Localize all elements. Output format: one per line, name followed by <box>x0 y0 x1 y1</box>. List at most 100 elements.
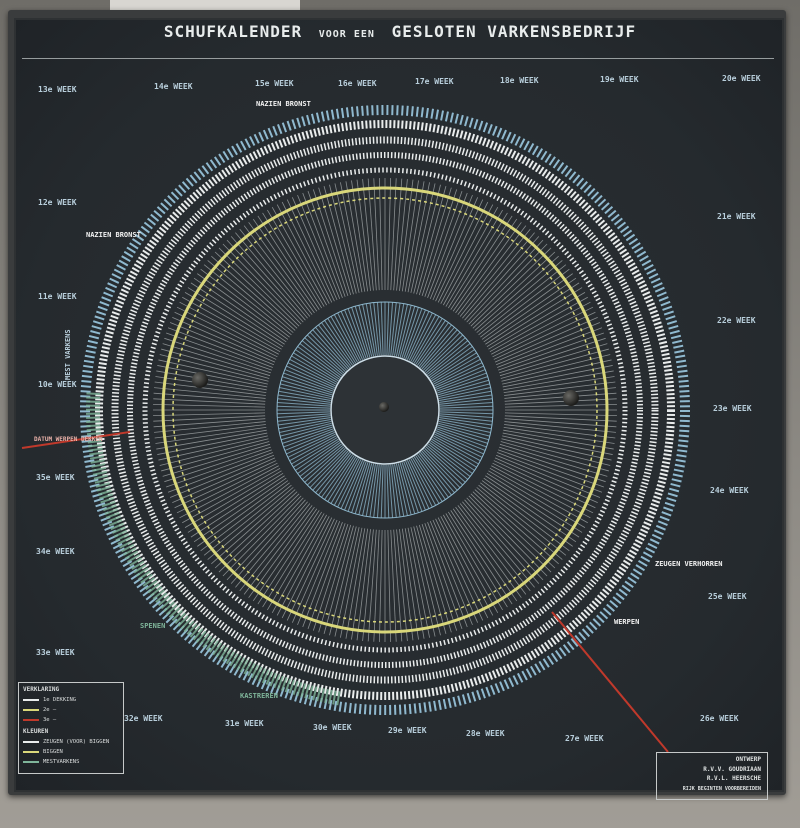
dial-spoke <box>367 529 377 642</box>
dial-spoke <box>503 426 615 444</box>
dial-spoke <box>166 449 272 488</box>
dial-spoke <box>182 296 281 353</box>
inner-blue-spoke <box>429 441 473 474</box>
outer-blue-ring <box>80 105 690 715</box>
inner-blue-spoke <box>376 464 382 518</box>
inner-blue-spoke <box>340 460 364 509</box>
inner-blue-spoke <box>281 379 333 396</box>
inner-blue-spoke <box>277 411 331 415</box>
week-label: 24e WEEK <box>710 486 749 495</box>
dial-spoke <box>462 501 535 588</box>
dial-spoke <box>489 467 588 524</box>
dial-spoke <box>481 480 573 547</box>
dial-spoke <box>153 412 266 417</box>
dial-spoke <box>483 477 577 543</box>
dial-spoke <box>499 446 606 483</box>
inner-blue-spoke <box>439 419 492 430</box>
inner-blue-spoke <box>425 446 466 483</box>
dial-spoke <box>504 424 616 439</box>
white-ring-2 <box>111 136 659 684</box>
dial-spoke <box>271 514 328 613</box>
note-mest-varkens: MEST VARKENS <box>64 329 72 380</box>
inner-blue-spoke <box>347 461 367 512</box>
dial-spoke <box>362 529 374 641</box>
dial-spoke <box>424 523 463 629</box>
dial-spoke <box>153 418 266 428</box>
dial-spoke <box>488 292 586 350</box>
dial-spoke <box>158 435 268 461</box>
dial-spoke <box>429 520 473 626</box>
dial-spoke <box>457 505 527 595</box>
inner-blue-spoke <box>282 426 333 444</box>
dial-spoke <box>504 381 616 396</box>
dial-spoke <box>243 225 313 315</box>
dial-spoke <box>252 218 318 312</box>
legend-row: MESTVARKENS <box>23 759 79 765</box>
dial-spoke <box>248 506 315 598</box>
inner-blue-spoke <box>380 464 384 518</box>
inner-blue-spoke <box>408 312 433 361</box>
inner-blue-spoke <box>299 443 342 477</box>
inner-blue-spoke <box>422 449 461 489</box>
inner-blue-spoke <box>277 401 331 407</box>
dial-spoke <box>323 525 354 634</box>
inner-blue-spoke <box>286 431 335 455</box>
dial-spoke <box>154 387 266 399</box>
dial-spoke <box>495 454 601 498</box>
inner-blue-spoke <box>434 433 483 458</box>
center-pivot[interactable] <box>379 402 389 412</box>
dial-spoke <box>340 182 363 293</box>
outer-white-ring <box>95 120 675 700</box>
week-label: 22e WEEK <box>717 316 756 325</box>
dial-spoke <box>187 472 284 533</box>
inner-blue-spoke <box>416 322 449 366</box>
inner-blue-spoke <box>344 460 365 511</box>
dial-spoke <box>271 207 328 306</box>
dial-spoke <box>351 180 369 292</box>
dial-spoke <box>356 529 371 641</box>
dial-spoke <box>445 209 503 307</box>
inner-blue-spoke <box>376 302 382 356</box>
dial-spoke <box>447 212 508 309</box>
dial-spoke <box>167 452 273 493</box>
dial-spoke <box>302 192 343 298</box>
week-label: 23e WEEK <box>713 404 752 413</box>
dial-spoke <box>401 180 419 292</box>
inner-blue-spoke <box>416 454 449 498</box>
dial-spoke <box>503 376 615 394</box>
inner-blue-spoke <box>437 379 489 396</box>
dial-spoke <box>418 524 452 633</box>
inner-blue-spoke <box>312 329 349 370</box>
inner-blue-spoke <box>406 460 430 509</box>
dial-spoke <box>464 499 540 584</box>
week-label: 12e WEEK <box>38 198 77 207</box>
dial-spoke <box>416 186 447 295</box>
dial-spoke <box>174 311 277 360</box>
dial-spoke <box>437 201 489 303</box>
dial-spoke <box>190 475 285 538</box>
inner-blue-spoke <box>281 424 333 441</box>
inner-blue-spoke <box>344 309 365 360</box>
dial-spoke <box>161 348 270 379</box>
white-ring-3 <box>127 152 643 668</box>
inner-blue-spoke <box>373 464 380 518</box>
dial-spoke <box>501 438 611 466</box>
dial-spoke <box>262 212 323 309</box>
dial-spoke <box>157 365 268 388</box>
dial-spoke <box>498 332 604 371</box>
week-label: 34e WEEK <box>36 547 75 556</box>
inner-blue-spoke <box>278 419 331 430</box>
legend-row: BIGGEN <box>23 749 63 755</box>
dial-spoke <box>169 454 275 498</box>
dial-spoke <box>502 359 612 385</box>
inner-blue-spoke <box>425 337 466 374</box>
dial-spoke <box>492 306 594 358</box>
inner-blue-spoke <box>280 422 332 437</box>
week-label: 29e WEEK <box>388 726 427 735</box>
dial-spoke <box>200 268 290 338</box>
dial-spoke <box>492 462 594 514</box>
week-label: 18e WEEK <box>500 76 539 85</box>
dial-spoke <box>367 178 377 291</box>
dial-spoke <box>468 243 548 325</box>
